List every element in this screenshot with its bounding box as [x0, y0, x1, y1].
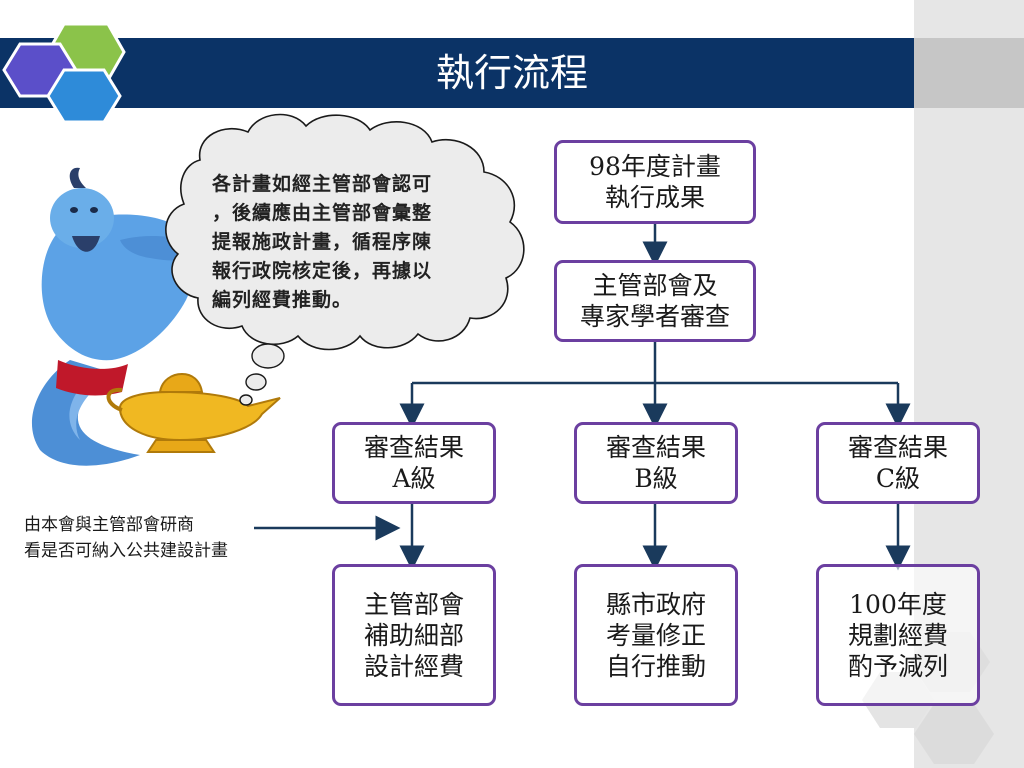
thought-dot [245, 373, 267, 391]
genie-sash [56, 360, 128, 396]
consultation-note: 由本會與主管部會研商 看是否可納入公共建設計畫 [24, 512, 228, 564]
lamp-handle [106, 387, 123, 412]
bubble-line: 各計畫如經主管部會認可 [212, 173, 433, 195]
box-plan-results: 98年度計畫 執行成果 [554, 140, 756, 224]
genie-eye [90, 207, 98, 213]
lamp-base [146, 439, 216, 453]
note-line: 看是否可納入公共建設計畫 [24, 541, 228, 561]
genie-illustration [31, 167, 210, 466]
box-result-b: 審查結果 B級 [574, 422, 738, 504]
title-bar [0, 38, 914, 108]
thought-dot [251, 343, 285, 369]
box-result-c: 審查結果 C級 [816, 422, 980, 504]
blue-hexagon [46, 68, 122, 124]
box-expert-review: 主管部會及 專家學者審查 [554, 260, 756, 342]
bubble-line: ，後續應由主管部會彙整 [212, 202, 433, 224]
thought-bubble [165, 113, 525, 406]
genie-head [50, 188, 114, 248]
bubble-line: 報行政院核定後，再據以 [212, 260, 433, 282]
genie-topknot [69, 167, 86, 188]
genie-beard [72, 236, 100, 252]
box-outcome-c: 100年度 規劃經費 酌予減列 [816, 564, 980, 706]
box-outcome-b: 縣市政府 考量修正 自行推動 [574, 564, 738, 706]
lamp-body [118, 390, 281, 442]
box-outcome-a: 主管部會 補助細部 設計經費 [332, 564, 496, 706]
box-result-a: 審查結果 A級 [332, 422, 496, 504]
hexagon-logo [2, 22, 126, 124]
bubble-line: 提報施政計畫，循程序陳 [212, 231, 433, 253]
slide-title: 執行流程 [435, 51, 588, 95]
note-line: 由本會與主管部會研商 [24, 515, 194, 535]
magic-lamp [106, 372, 281, 453]
title-bar-tab [914, 38, 1024, 108]
lamp-lid [158, 372, 204, 393]
thought-dot [239, 394, 253, 406]
thought-cloud [165, 113, 525, 351]
bubble-text: 各計畫如經主管部會認可 ，後續應由主管部會彙整 提報施政計畫，循程序陳 報行政院… [212, 170, 502, 315]
deco-hexagon [914, 704, 994, 764]
genie-eye [70, 207, 78, 213]
bubble-line: 編列經費推動。 [212, 289, 353, 311]
